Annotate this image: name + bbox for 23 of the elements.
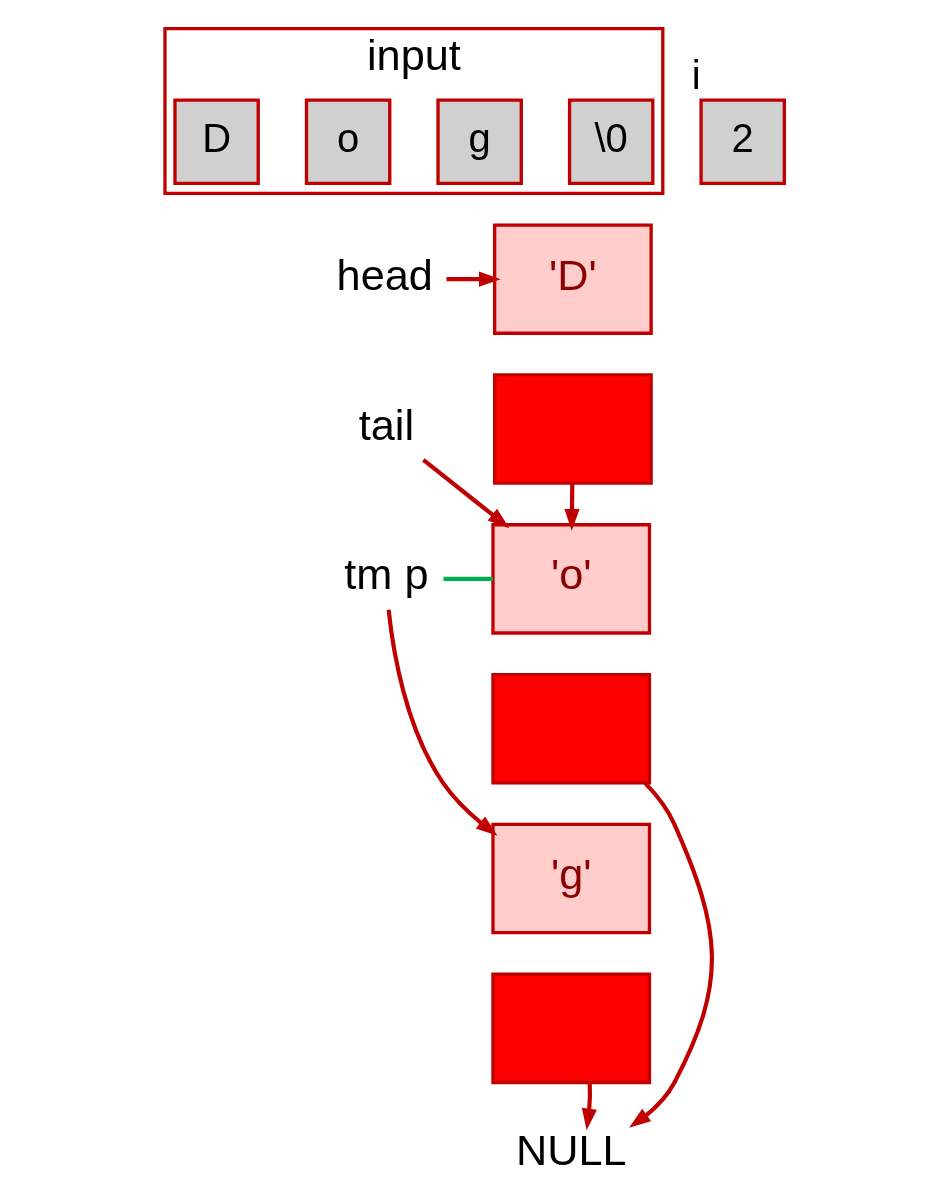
node-text: tm p bbox=[344, 550, 429, 599]
node-text: head bbox=[336, 250, 433, 299]
node-box: D bbox=[173, 98, 260, 186]
node-box: 2 bbox=[699, 98, 786, 186]
arrow bbox=[386, 609, 498, 836]
node-box bbox=[491, 672, 652, 785]
node-box: 'D' bbox=[492, 223, 653, 335]
node-box: 'g' bbox=[491, 822, 652, 935]
node-box: \0 bbox=[567, 98, 655, 186]
node-text: NULL bbox=[515, 1126, 627, 1175]
node-text: tail bbox=[358, 400, 415, 449]
arrow bbox=[629, 781, 714, 1128]
node-box: g bbox=[436, 98, 523, 186]
arrow bbox=[564, 483, 580, 531]
arrow bbox=[581, 1082, 597, 1131]
arrow bbox=[422, 458, 510, 529]
arrow bbox=[446, 271, 501, 287]
connector bbox=[443, 576, 493, 581]
node-box bbox=[491, 972, 652, 1085]
node-box: o bbox=[304, 98, 392, 186]
node-box bbox=[492, 373, 653, 485]
node-box: 'o' bbox=[491, 523, 652, 635]
node-label: i bbox=[691, 52, 701, 97]
